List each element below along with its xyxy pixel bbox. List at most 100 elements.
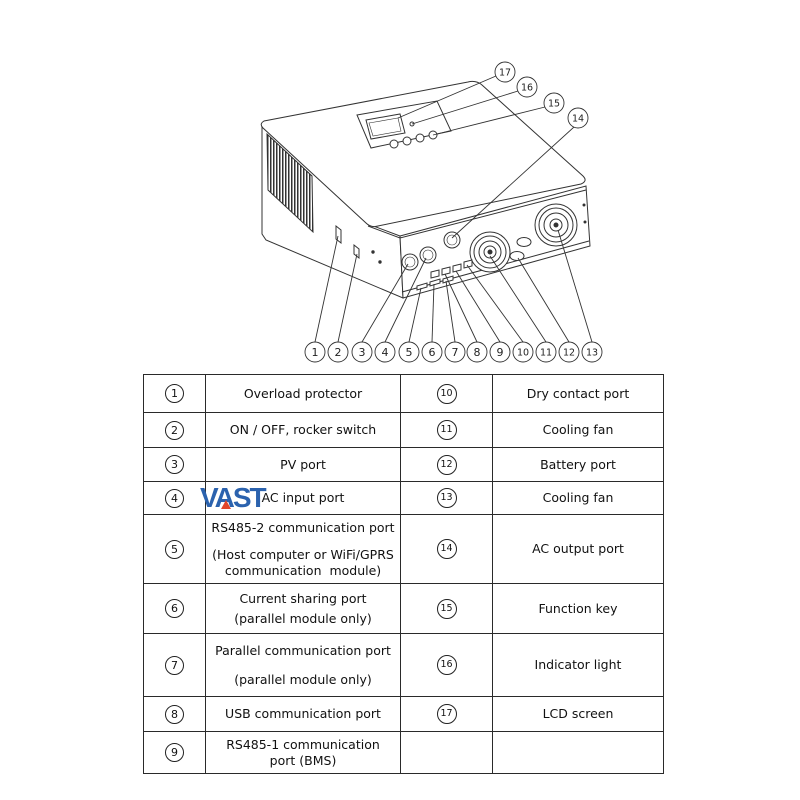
svg-text:12: 12 <box>563 348 575 359</box>
number-cell: 12 <box>400 447 493 482</box>
item-number: 2 <box>165 420 184 440</box>
description: AC input port <box>261 490 345 505</box>
number-cell: 3 <box>143 447 206 482</box>
description-cell: Cooling fan <box>492 412 664 448</box>
description-cell: Current sharing port (parallel module on… <box>205 583 401 634</box>
number-cell: 7 <box>143 633 206 697</box>
svg-text:17: 17 <box>499 68 511 79</box>
number-cell: 10 <box>400 374 493 413</box>
callout-15: 15 <box>543 92 565 114</box>
description-cell: Overload protector <box>205 374 401 413</box>
description: PV port <box>280 456 326 472</box>
rocker-switch-icon <box>353 243 360 260</box>
description: port (BMS) <box>269 752 337 768</box>
description: LCD screen <box>542 706 614 721</box>
description: Indicator light <box>534 657 622 672</box>
callout-17: 17 <box>494 61 516 83</box>
item-number: 4 <box>165 488 184 508</box>
callouts-bottom: 1 2 3 4 5 6 7 8 9 10 11 12 13 <box>304 341 603 363</box>
table-row: 6 Current sharing port (parallel module … <box>143 583 664 634</box>
number-cell: 13 <box>400 481 493 515</box>
number-cell: 14 <box>400 514 493 584</box>
svg-text:11: 11 <box>540 348 552 359</box>
inverter-diagram: 1 2 3 4 5 6 7 8 9 10 11 12 13 14 15 16 1… <box>260 61 603 363</box>
description: (Host computer or WiFi/GPRS <box>212 546 394 562</box>
description-cell: Battery port <box>492 447 664 482</box>
description: RS485-2 communication port <box>211 519 395 535</box>
description: communication module) <box>224 562 382 578</box>
callout-2: 2 <box>327 341 349 363</box>
description: Parallel communication port <box>215 642 391 658</box>
callout-14: 14 <box>567 107 589 129</box>
callouts-top: 14 15 16 17 <box>494 61 589 129</box>
description-cell: Dry contact port <box>492 374 664 413</box>
function-key-icon <box>389 139 399 149</box>
number-cell: 17 <box>400 696 493 732</box>
battery-port-icon <box>516 237 532 247</box>
description-cell: RS485-2 communication port (Host compute… <box>205 514 401 584</box>
svg-text:10: 10 <box>517 348 529 359</box>
svg-text:3: 3 <box>359 346 366 359</box>
empty-cell <box>492 731 664 774</box>
item-number: 1 <box>165 384 184 403</box>
display-panel <box>356 100 452 149</box>
item-number: 11 <box>436 420 457 440</box>
description-cell: PV port <box>205 447 401 482</box>
side-vent-grille <box>266 132 314 234</box>
rj45-port-icon <box>441 266 451 276</box>
svg-text:7: 7 <box>452 346 459 359</box>
communication-ports <box>416 259 473 291</box>
lcd-screen-icon <box>365 113 406 140</box>
logo-accent-icon <box>221 500 231 509</box>
callout-16: 16 <box>516 76 538 98</box>
dry-contact-port-icon <box>463 259 473 269</box>
number-cell: 1 <box>143 374 206 413</box>
number-cell: 5 <box>143 514 206 584</box>
table-row: 5 RS485-2 communication port (Host compu… <box>143 514 664 584</box>
empty-cell <box>400 731 493 774</box>
table-row: 1 Overload protector 10 Dry contact port <box>143 374 664 413</box>
item-number: 15 <box>436 598 457 619</box>
description: Current sharing port <box>239 590 367 606</box>
callout-8: 8 <box>466 341 488 363</box>
item-number: 16 <box>436 655 457 675</box>
description: Function key <box>538 600 618 616</box>
svg-text:6: 6 <box>429 346 436 359</box>
description: (parallel module only) <box>234 671 372 687</box>
number-cell: 15 <box>400 583 493 634</box>
description-cell: AC output port <box>492 514 664 584</box>
description: ON / OFF, rocker switch <box>229 422 377 437</box>
item-number: 9 <box>165 743 184 762</box>
callout-10: 10 <box>512 341 534 363</box>
description-cell: Cooling fan <box>492 481 664 515</box>
function-key-icon <box>415 133 425 143</box>
callout-3: 3 <box>351 341 373 363</box>
number-cell: 16 <box>400 633 493 697</box>
rj45-port-icon <box>430 269 440 279</box>
callout-6: 6 <box>421 341 443 363</box>
description: Battery port <box>540 456 616 472</box>
svg-text:2: 2 <box>335 346 342 359</box>
number-cell: 4 <box>143 481 206 515</box>
svg-text:9: 9 <box>497 346 504 359</box>
description-cell: LCD screen <box>492 696 664 732</box>
svg-text:16: 16 <box>521 83 533 94</box>
table-row: 8 USB communication port 17 LCD screen <box>143 696 664 732</box>
item-number: 14 <box>436 539 457 559</box>
callout-5: 5 <box>398 341 420 363</box>
current-sharing-port-icon <box>429 278 441 287</box>
svg-text:8: 8 <box>474 346 481 359</box>
svg-text:5: 5 <box>406 346 413 359</box>
vast-logo: VAST <box>200 482 267 513</box>
leader-lines <box>314 75 593 343</box>
callout-11: 11 <box>535 341 557 363</box>
item-number: 17 <box>436 704 457 724</box>
item-number: 12 <box>436 454 457 475</box>
item-number: 3 <box>165 455 184 474</box>
item-number: 8 <box>165 704 184 724</box>
item-number: 6 <box>165 599 184 618</box>
svg-text:1: 1 <box>312 346 319 359</box>
ac-input-port-icon <box>419 246 437 264</box>
item-number: 7 <box>165 655 184 675</box>
callout-4: 4 <box>374 341 396 363</box>
